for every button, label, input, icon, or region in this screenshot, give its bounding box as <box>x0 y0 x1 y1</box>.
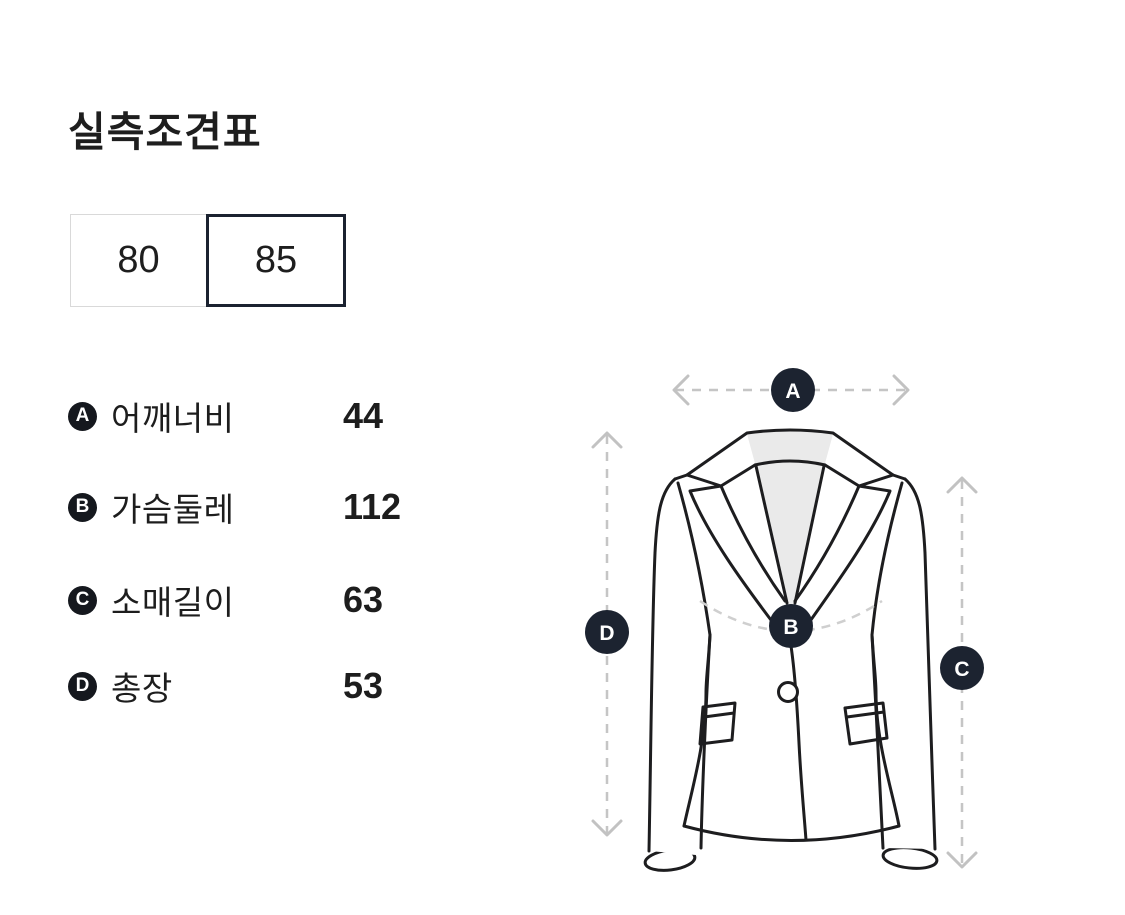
svg-text:B: B <box>783 616 798 639</box>
jacket-illustration <box>643 428 939 872</box>
size-tab-85[interactable]: 85 <box>206 214 346 307</box>
jacket-measurement-diagram: A B C D <box>585 368 984 872</box>
measurement-key-badge: D <box>68 671 97 701</box>
measurement-label: 가슴둘레 <box>111 491 235 528</box>
svg-text:A: A <box>785 380 800 403</box>
svg-text:D: D <box>599 622 614 645</box>
right-pocket-flap <box>843 701 889 746</box>
right-cuff <box>881 846 939 870</box>
measurement-key-badge: A <box>68 401 97 431</box>
measurement-row-chest: B 가슴둘레 112 <box>68 486 468 528</box>
hem-line <box>682 824 901 842</box>
marker-D: D <box>585 610 629 654</box>
button <box>777 681 799 703</box>
neckline-right <box>793 464 826 605</box>
right-side-seam <box>870 633 901 828</box>
collar-inset-fill <box>747 431 833 607</box>
collar-fold-line <box>753 459 827 467</box>
collar-top-edge <box>685 428 895 477</box>
measurement-key-badge: C <box>68 585 97 615</box>
shoulder-width-arrow <box>672 374 910 406</box>
measurement-value: 112 <box>343 486 402 527</box>
marker-A: A <box>771 368 815 412</box>
measurement-value: 53 <box>343 665 384 706</box>
total-length-arrow <box>591 431 623 837</box>
marker-C: C <box>940 646 984 690</box>
left-lapel <box>688 484 776 626</box>
marker-B: B <box>769 604 813 648</box>
left-lapel-roll <box>719 484 787 603</box>
neckline-left <box>754 464 789 605</box>
right-sleeve-outer <box>903 477 937 851</box>
measurement-row-sleeve: C 소매길이 63 <box>68 579 468 621</box>
measurement-key-badge: B <box>68 492 97 522</box>
measurement-label: 소매길이 <box>111 584 235 621</box>
measurement-label: 어깨너비 <box>111 400 235 437</box>
right-lapel-roll <box>793 484 861 603</box>
measurement-label: 총장 <box>111 670 173 707</box>
center-front-edge <box>789 644 808 842</box>
left-shoulder-seam <box>673 473 689 481</box>
left-armhole-seam <box>676 481 712 637</box>
measurement-value: 63 <box>343 579 384 620</box>
svg-text:C: C <box>954 658 969 681</box>
left-pocket-flap <box>698 701 737 746</box>
right-pocket-welt <box>845 710 886 719</box>
measurement-value: 44 <box>343 395 384 436</box>
page-title: 실측조견표 <box>68 109 262 155</box>
measurement-row-length: D 총장 53 <box>68 665 468 707</box>
right-lapel <box>806 484 892 626</box>
left-sleeve-outer <box>647 477 677 853</box>
right-armhole-seam <box>870 481 904 637</box>
measurement-row-shoulder: A 어깨너비 44 <box>68 395 468 437</box>
size-tab-80[interactable]: 80 <box>70 214 207 307</box>
left-pocket-welt <box>702 711 736 719</box>
right-shoulder-seam <box>891 473 907 481</box>
size-selector: 80 85 <box>70 214 346 307</box>
